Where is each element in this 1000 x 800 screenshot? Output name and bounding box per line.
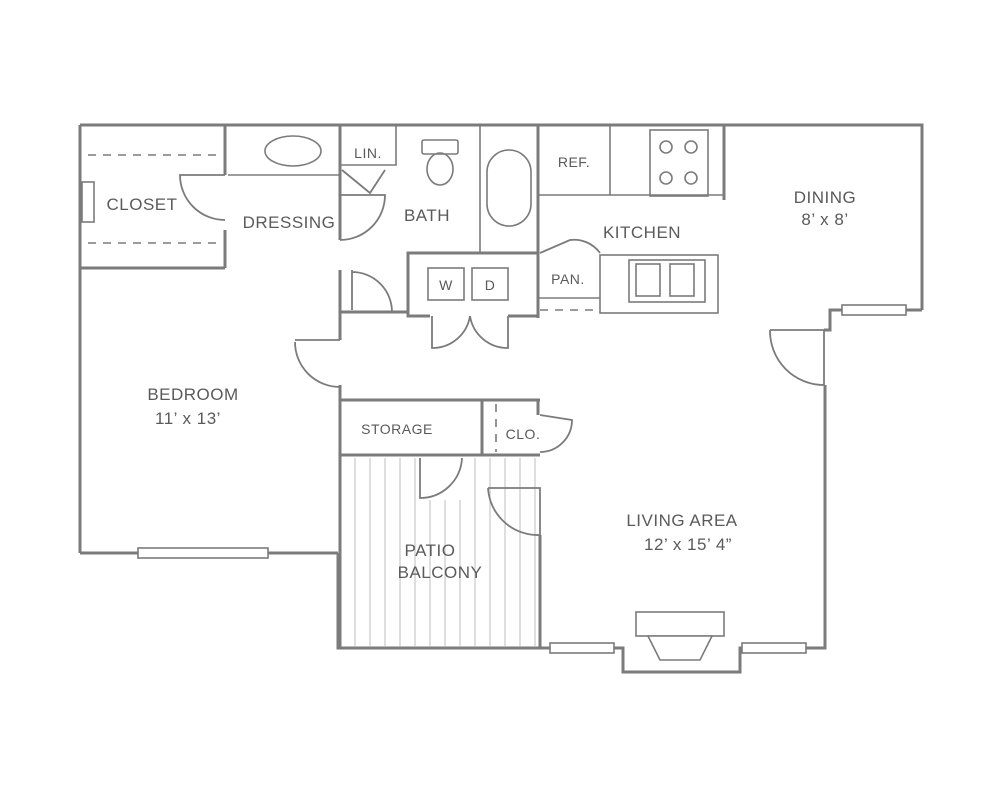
bedroom-window	[137, 547, 269, 559]
stove-icon	[649, 129, 709, 197]
label-small-closet: CLO.	[506, 426, 541, 442]
doors	[179, 169, 825, 536]
fireplace	[635, 611, 725, 661]
label-refrigerator: REF.	[558, 154, 590, 170]
room-labels: CLOSET DRESSING LIN. BATH REF. KITCHEN D…	[106, 145, 857, 582]
exterior-walls	[78, 123, 924, 674]
laundry-bifold-door[interactable]	[431, 315, 509, 349]
label-dressing: DRESSING	[243, 213, 336, 232]
sink-icon	[264, 135, 322, 167]
label-washer: W	[439, 277, 453, 293]
toilet-tank-icon	[421, 139, 459, 155]
laundry-door[interactable]	[351, 270, 393, 313]
dressing-door[interactable]	[339, 194, 386, 241]
patio-hatching	[354, 458, 536, 646]
label-bedroom: BEDROOM	[147, 385, 238, 404]
toilet-bowl-icon	[426, 152, 454, 186]
bathtub-icon	[486, 149, 532, 227]
label-bath: BATH	[404, 206, 450, 225]
label-closet: CLOSET	[106, 195, 177, 214]
interior-walls	[80, 125, 726, 648]
label-linen: LIN.	[354, 145, 382, 161]
label-patio-line1: PATIO	[405, 541, 456, 560]
washer-icon	[427, 267, 465, 301]
dryer-icon	[471, 267, 509, 301]
label-dryer: D	[485, 277, 496, 293]
storage-door[interactable]	[419, 457, 463, 499]
patio-door[interactable]	[487, 487, 541, 536]
label-dining-size: 8’ x 8’	[801, 210, 848, 229]
closet-door[interactable]	[179, 174, 226, 221]
dining-window	[841, 304, 907, 316]
label-bedroom-size: 11’ x 13’	[155, 409, 221, 428]
pantry-door[interactable]	[539, 238, 601, 254]
closet-rods	[88, 154, 497, 452]
label-pantry: PAN.	[551, 271, 585, 287]
linen-door[interactable]	[341, 169, 386, 195]
label-patio-line2: BALCONY	[398, 563, 483, 582]
label-living: LIVING AREA	[626, 511, 737, 530]
fixtures	[264, 129, 709, 303]
bedroom-door[interactable]	[294, 339, 341, 388]
entry-door[interactable]	[769, 329, 825, 386]
windows	[137, 304, 907, 654]
label-dining: DINING	[794, 188, 857, 207]
clo-door[interactable]	[539, 414, 573, 453]
label-storage: STORAGE	[361, 421, 433, 437]
living-window-right	[741, 642, 807, 654]
living-window-left	[549, 642, 615, 654]
label-living-size: 12’ x 15’ 4”	[644, 535, 732, 554]
island-sink-icon	[628, 259, 706, 303]
label-kitchen: KITCHEN	[603, 223, 681, 242]
closet-shelf	[81, 181, 95, 223]
